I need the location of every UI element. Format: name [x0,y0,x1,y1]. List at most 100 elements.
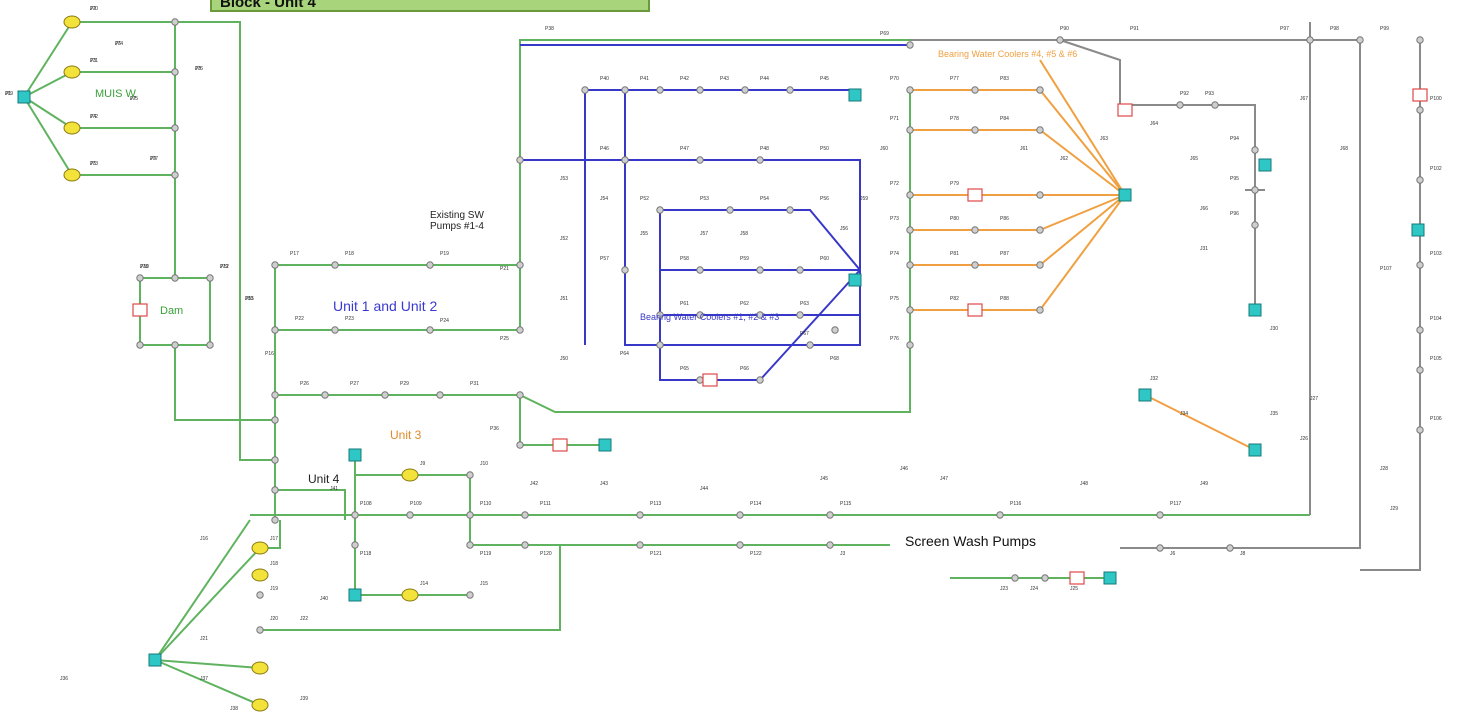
junction-node [171,274,179,282]
tag-label: J63 [1100,136,1108,142]
tag-label: J8 [1240,551,1246,557]
tag-label: P115 [840,501,852,507]
tag-label: P18 [345,251,354,257]
junction-node [331,326,339,334]
tag-label: J18 [270,561,278,567]
tag-label: J78 [140,264,148,270]
tag-label: J69 [5,91,13,97]
tag-label: J76 [195,66,203,72]
tag-label: P43 [720,76,729,82]
tag-label: P1 [5,91,11,97]
tag-label: J52 [560,236,568,242]
junction-node [906,341,914,349]
valve-icon [552,438,568,452]
tag-label: P23 [345,316,354,322]
tag-label: P61 [680,301,689,307]
junction-node [696,86,704,94]
tag-label: P10 [140,264,149,270]
reservoir-icon [848,273,862,287]
tag-label: P80 [950,216,959,222]
junction-node [636,511,644,519]
junction-node [1251,221,1259,229]
junction-node [1416,366,1424,374]
screen-wash-label-box [890,522,1120,564]
tag-label: J17 [270,536,278,542]
tag-label: P102 [1430,166,1442,172]
junction-node [1226,544,1234,552]
tag-label: J47 [940,476,948,482]
valve-icon [1069,571,1085,585]
junction-node [1306,36,1314,44]
tag-label: P9 [150,156,156,162]
tag-label: J70 [90,6,98,12]
junction-node [136,341,144,349]
label-existing-sw-pumps: Existing SW Pumps #1-4 [430,210,484,232]
junction-node [696,376,704,384]
tag-label: J71 [90,58,98,64]
tag-label: P26 [300,381,309,387]
reservoir-icon [1411,223,1425,237]
tag-label: J75 [130,96,138,102]
tag-label: J36 [60,676,68,682]
junction-node [906,86,914,94]
tag-label: J68 [1340,146,1348,152]
tag-label: J42 [530,481,538,487]
junction-node [271,416,279,424]
tag-label: P81 [950,251,959,257]
junction-node [971,86,979,94]
pump-icon [251,568,269,582]
tag-label: J41 [330,486,338,492]
tag-label: P104 [1430,316,1442,322]
tag-label: P108 [360,501,372,507]
junction-node [1056,36,1064,44]
tag-label: J65 [1190,156,1198,162]
tag-label: J10 [480,461,488,467]
junction-node [1416,261,1424,269]
junction-node [1251,146,1259,154]
tag-label: P82 [950,296,959,302]
tag-label: P93 [1205,91,1214,97]
tag-label: P92 [1180,91,1189,97]
equipment-layer [17,15,1428,712]
junction-node [1036,306,1044,314]
tag-label: P75 [890,296,899,302]
junction-node [621,86,629,94]
tag-label: P58 [680,256,689,262]
tag-label: J58 [740,231,748,237]
junction-node [971,261,979,269]
tag-label: P98 [1330,26,1339,32]
junction-node [271,261,279,269]
junction-node [656,311,664,319]
junction-node [656,206,664,214]
junction-node [206,341,214,349]
tag-label: P56 [820,196,829,202]
tag-label: P25 [500,336,509,342]
junction-node [1036,261,1044,269]
green-pipes [23,21,1310,706]
tag-label: P22 [295,316,304,322]
reservoir-icon [348,588,362,602]
junction-node [271,326,279,334]
tag-label: J39 [300,696,308,702]
junction-node [796,266,804,274]
reservoir-icon [598,438,612,452]
tag-label: P17 [290,251,299,257]
junction-node [1416,176,1424,184]
tag-label: J28 [1380,466,1388,472]
tag-label: J61 [1020,146,1028,152]
junction-node [786,206,794,214]
junction-node [1156,511,1164,519]
tag-label: P67 [800,331,809,337]
nodes-layer [136,18,1424,634]
tag-label: P113 [650,501,662,507]
tag-label: P69 [880,31,889,37]
tag-label: P118 [360,551,372,557]
tag-label: J60 [880,146,888,152]
tag-label: P64 [620,351,629,357]
junction-node [466,591,474,599]
junction-node [271,516,279,524]
junction-node [1416,36,1424,44]
tag-label: J3 [840,551,846,557]
